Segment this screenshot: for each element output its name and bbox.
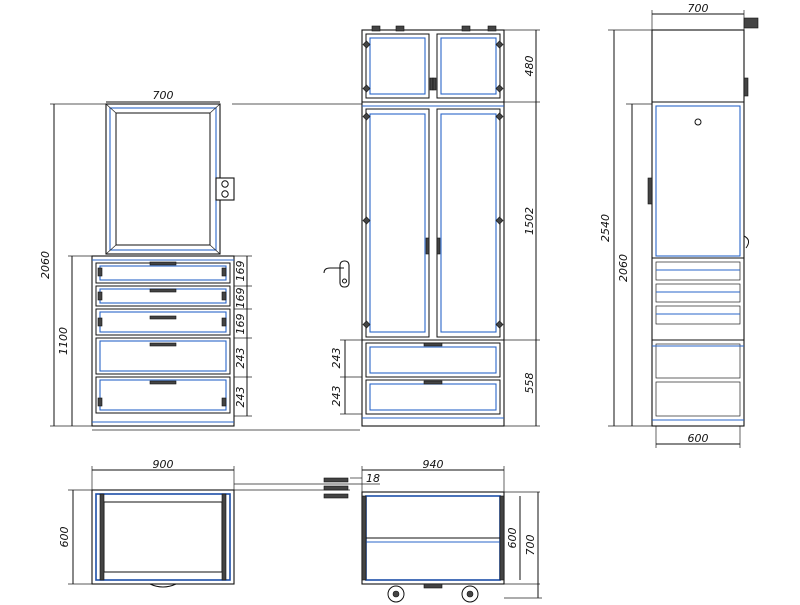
rail-connector [234,477,350,499]
dim-dresser-drawer-1: 169 [234,261,247,282]
dim-plan-offset: 18 [366,472,380,485]
wardrobe-top-door-right [432,33,501,99]
caster-icon [387,585,405,603]
dim-wardrobe-top-section: 480 [523,56,536,77]
dim-dresser-drawer-4: 243 [234,348,247,369]
dresser [91,255,235,427]
hinge-markers [362,40,504,329]
wardrobe-drawer [365,379,501,415]
wardrobe-side-view: 700 2540 2060 600 [599,2,759,448]
dim-wardrobe-drawer-block: 558 [523,373,536,394]
dim-dresser-drawer-2: 169 [234,288,247,309]
dresser-drawer [95,376,231,414]
dim-wardrobe-door-section: 1502 [523,207,536,235]
dim-mirror-width: 700 [153,89,174,102]
wardrobe-main-door-left [365,108,430,338]
mirror [105,103,221,255]
caster-icon [461,585,479,603]
dresser-plan-view: 900 600 [58,458,235,588]
dim-wardrobe-drawer-2: 243 [330,386,343,407]
dim-left-total-height: 2060 [39,251,52,279]
dresser-drawer [95,337,231,375]
dim-dresser-drawer-3: 169 [234,314,247,335]
wall-socket-icon [215,177,235,201]
dim-plan-right-width: 940 [423,458,444,471]
dim-side-total-height: 2540 [599,214,612,242]
wardrobe-plan-view: 940 18 600 700 [350,458,542,603]
door-handle-icon [323,260,350,288]
wardrobe-front-view: 243 243 480 1502 558 [330,25,540,427]
wardrobe-drawer [365,342,501,378]
dim-side-depth: 600 [688,432,709,445]
dim-plan-left-depth: 600 [58,527,71,548]
dim-dresser-height: 1100 [57,327,70,355]
mirror-and-dresser-front-view: 700 2060 1100 169 169 169 243 243 [39,89,362,431]
dim-plan-right-depth-inner: 600 [506,528,519,549]
dim-plan-right-depth-outer: 700 [524,535,537,556]
dim-dresser-drawer-5: 243 [234,387,247,408]
dim-side-width: 700 [688,2,709,15]
dim-plan-left-width: 900 [153,458,174,471]
dim-wardrobe-drawer-1: 243 [330,348,343,369]
dim-side-lower-height: 2060 [617,254,630,282]
